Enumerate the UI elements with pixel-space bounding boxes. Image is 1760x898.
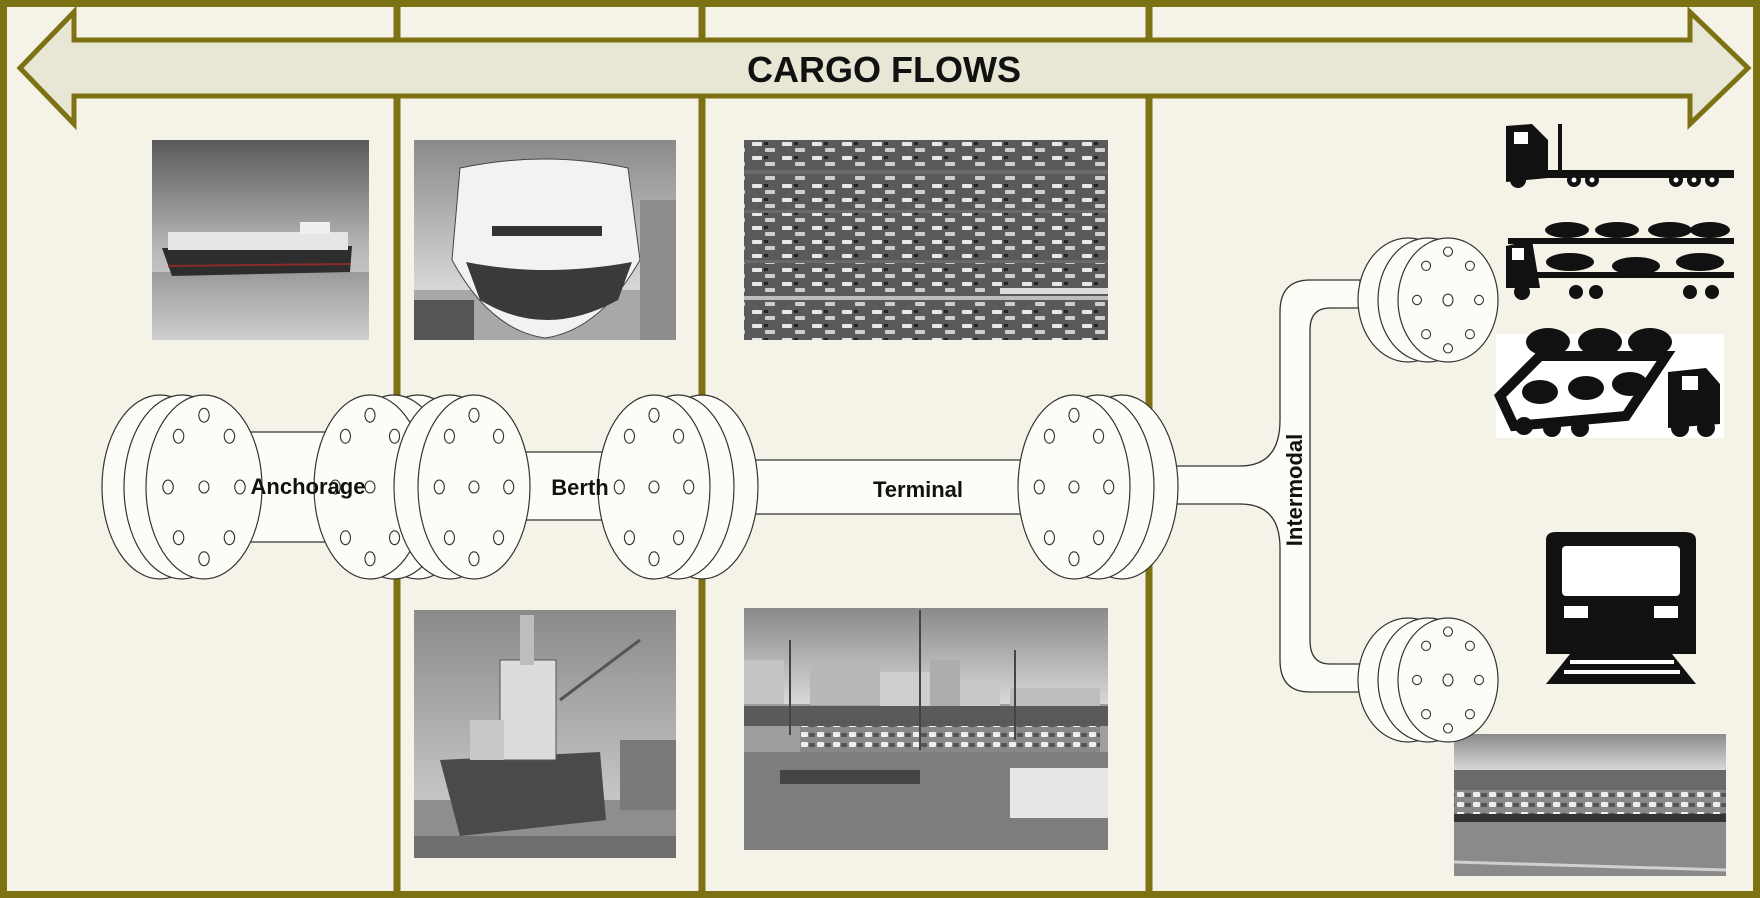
rail-branch-flange [1358, 618, 1498, 742]
terminal-port-storage-photo [744, 608, 1108, 850]
car-transporter-truck-icon [1506, 222, 1734, 300]
terminal-outlet-flange [1018, 395, 1178, 579]
car-carrier-truck-icon [1496, 328, 1724, 438]
anchorage-ship-photo [152, 140, 369, 340]
truck-icons [1496, 124, 1734, 438]
terminal-aerial-car-park-photo [744, 140, 1108, 340]
diagram-title: CARGO FLOWS [747, 49, 1021, 90]
terminal-inlet-flange [598, 395, 758, 579]
stage-label-anchorage: Anchorage [251, 474, 366, 499]
stage-label-intermodal: Intermodal [1282, 434, 1307, 546]
road-branch-flange [1358, 238, 1498, 362]
berth-outlet-flange [394, 395, 530, 579]
stage-label-terminal: Terminal [873, 477, 963, 502]
anchorage-flange [102, 395, 262, 579]
rail-car-wagons-photo [1454, 734, 1726, 876]
cargo-flows-arrow: CARGO FLOWS [20, 12, 1748, 124]
berth-car-carrier-photo [414, 140, 676, 340]
stage-label-berth: Berth [551, 475, 608, 500]
train-icon [1546, 532, 1696, 684]
berth-cargo-ship-photo [414, 610, 676, 858]
intermodal-pipe [1150, 280, 1360, 692]
low-loader-truck-icon [1506, 124, 1734, 188]
